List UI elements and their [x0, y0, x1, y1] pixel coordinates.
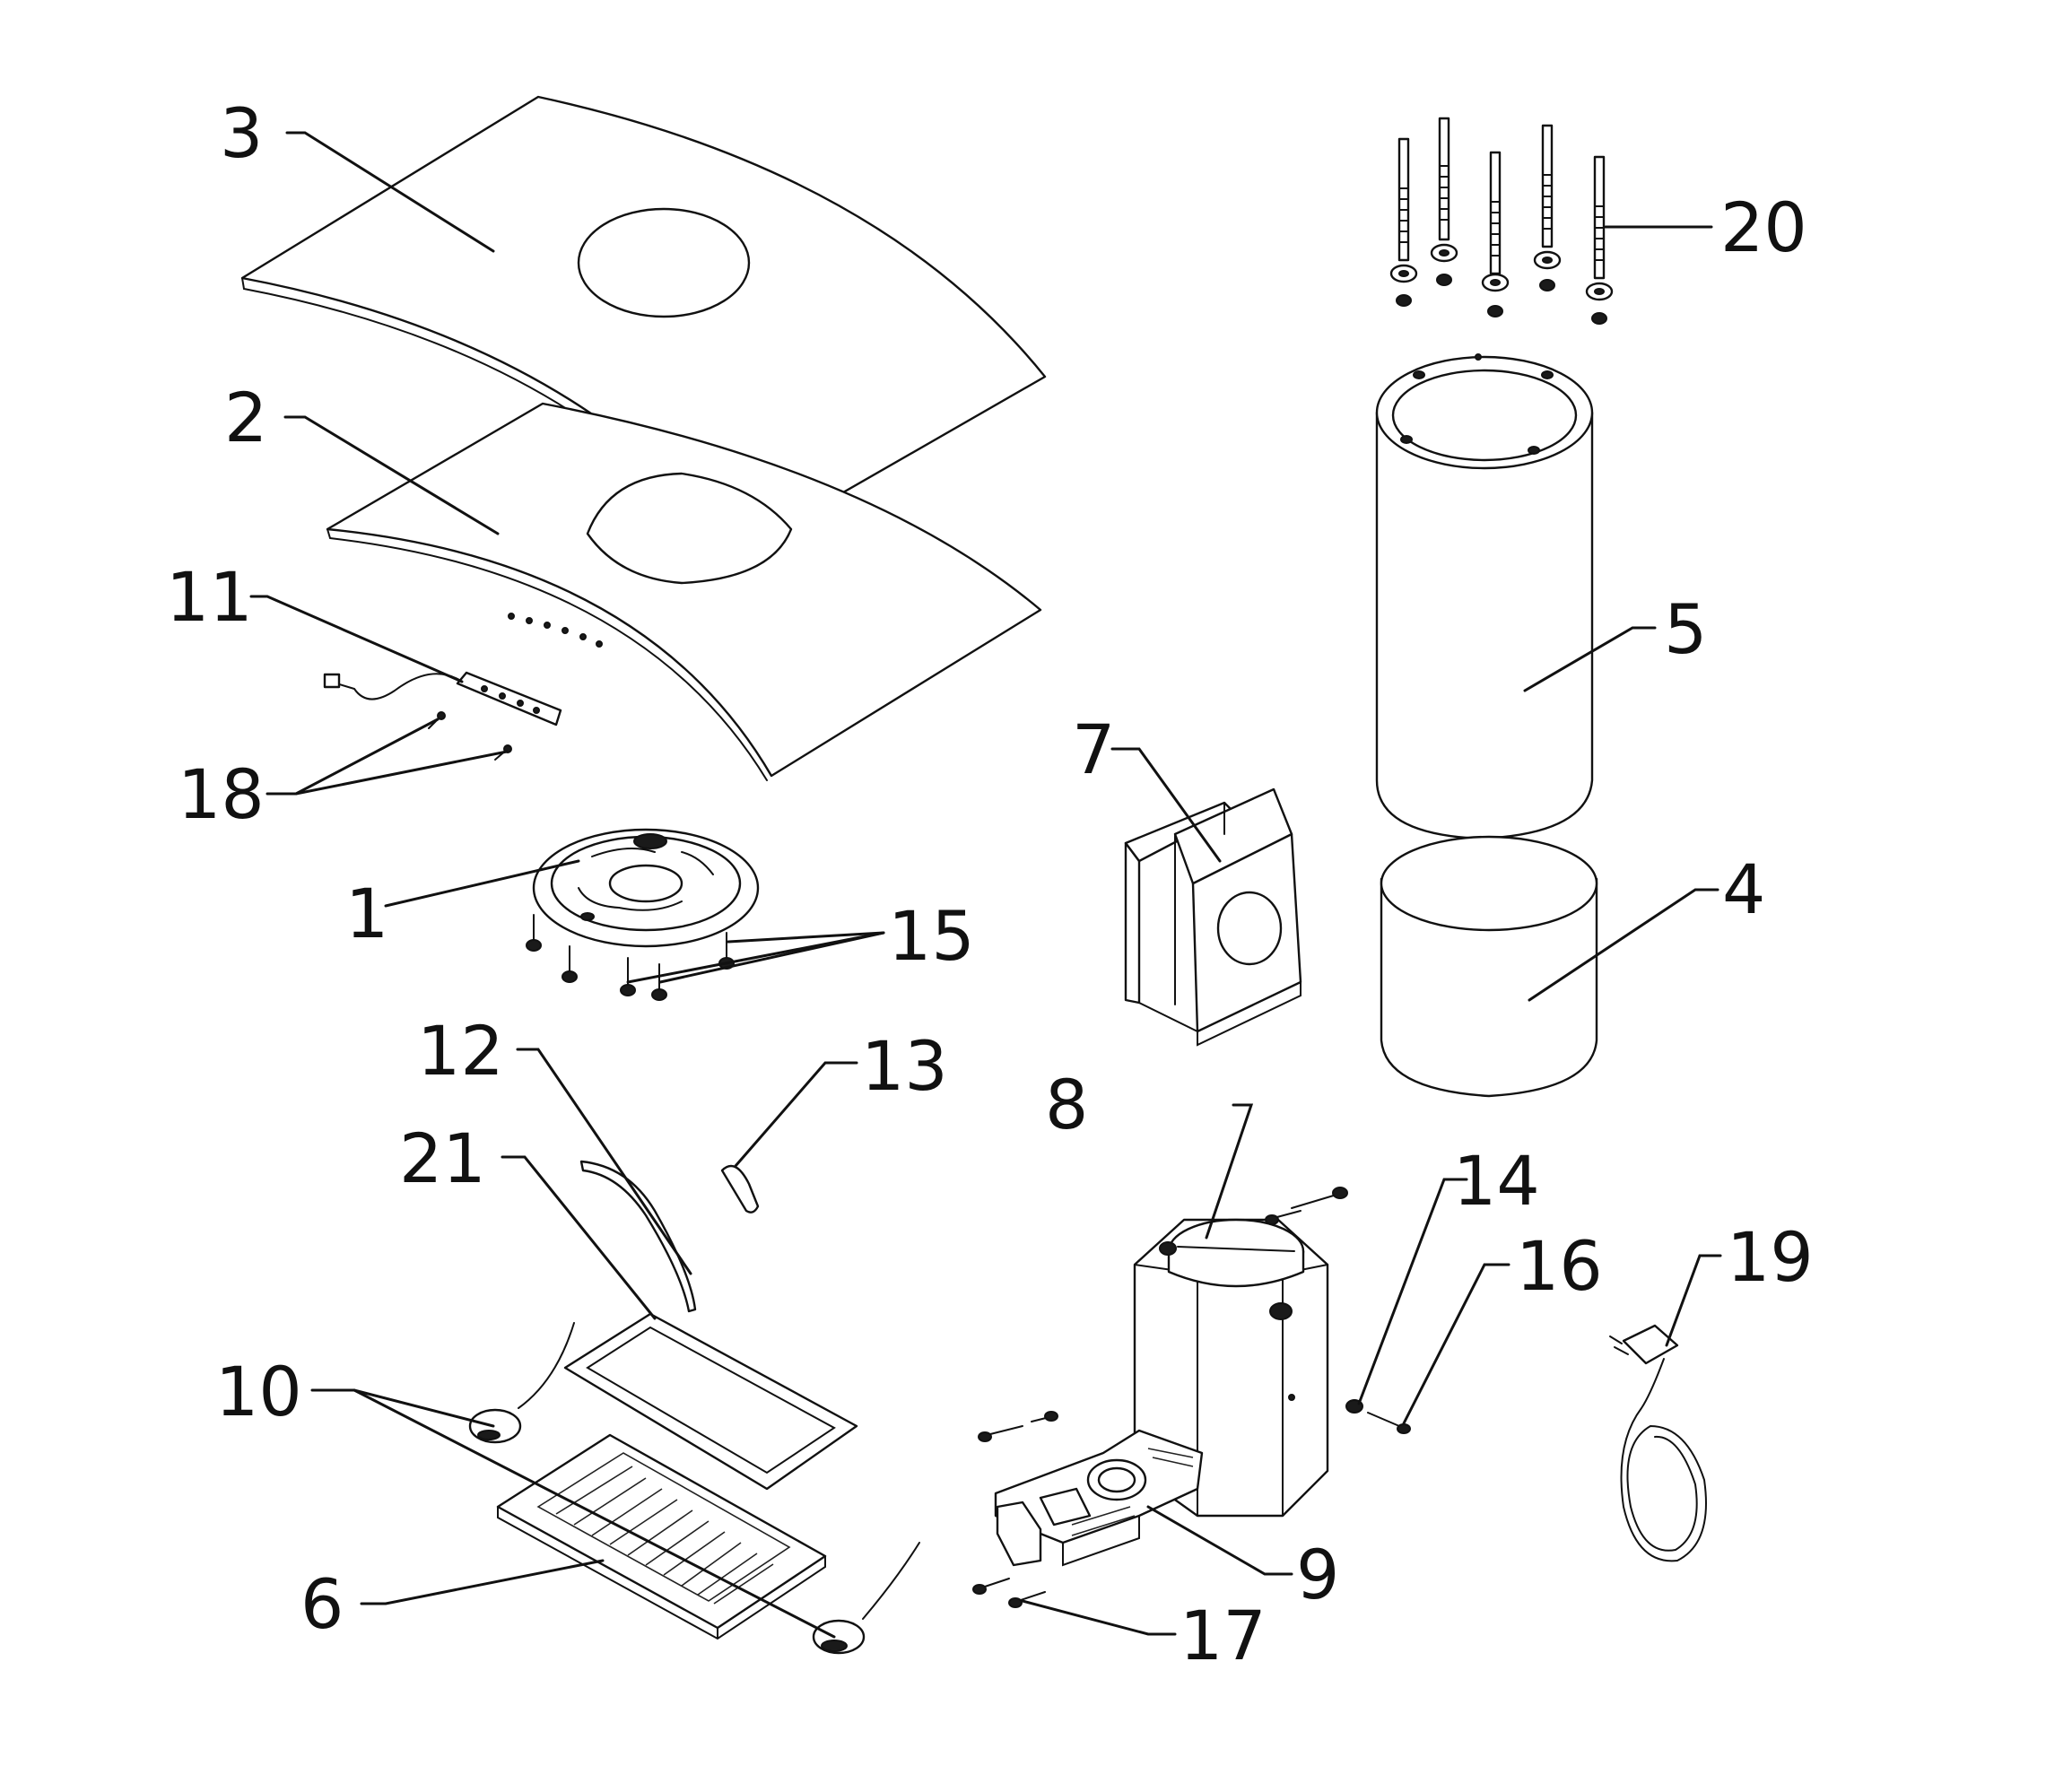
part-8-blower-housing [978, 1187, 1411, 1518]
callout-1: 1 [345, 874, 388, 953]
part-21-filter-frame [563, 1312, 858, 1491]
callout-11: 11 [166, 557, 253, 637]
part-12-cable [579, 1160, 697, 1313]
callout-9: 9 [1296, 1535, 1339, 1614]
callout-6: 6 [300, 1564, 344, 1644]
callout-10: 10 [215, 1352, 302, 1431]
callout-5: 5 [1664, 589, 1707, 669]
part-11-control-panel [323, 671, 562, 726]
callout-4: 4 [1722, 849, 1765, 929]
callout-17: 17 [1180, 1596, 1267, 1675]
part-20-threaded-rods [1389, 117, 1614, 325]
callout-18: 18 [178, 754, 265, 834]
part-3-top-glass-panel [240, 95, 1047, 565]
part-2-canopy-panel [326, 402, 1042, 781]
part-17-screws [972, 1578, 1046, 1608]
blower-screws-left [978, 1411, 1058, 1442]
callout-labels: 3 2 11 18 1 15 12 21 13 7 8 5 4 14 16 19… [166, 93, 1814, 1675]
callout-2: 2 [224, 378, 267, 457]
part-9-motor-assembly [994, 1429, 1204, 1567]
part-5-upper-chimney [1375, 353, 1594, 840]
part-19-power-cord [1609, 1324, 1707, 1562]
part-1-fan-motor [532, 828, 760, 948]
leader-lines [249, 131, 1722, 1639]
callout-16: 16 [1516, 1226, 1603, 1306]
callout-20: 20 [1720, 187, 1807, 267]
callout-14: 14 [1453, 1141, 1540, 1221]
callout-13: 13 [861, 1026, 948, 1106]
part-14-16-screws [1345, 1399, 1411, 1434]
part-10-lamps [468, 1322, 920, 1655]
callout-12: 12 [417, 1011, 504, 1091]
callout-7: 7 [1072, 709, 1115, 789]
part-4-lower-chimney [1380, 835, 1598, 1098]
part-13-clip [720, 1164, 760, 1214]
blower-screws-top [1265, 1187, 1348, 1225]
callout-19: 19 [1727, 1217, 1814, 1297]
callout-21: 21 [399, 1118, 486, 1198]
callout-15: 15 [888, 896, 975, 976]
part-6-grease-filter [496, 1433, 827, 1640]
control-buttons [508, 613, 603, 648]
part-7-mounting-bracket [1124, 787, 1302, 1047]
callout-3: 3 [220, 93, 263, 173]
callout-8: 8 [1045, 1065, 1088, 1144]
